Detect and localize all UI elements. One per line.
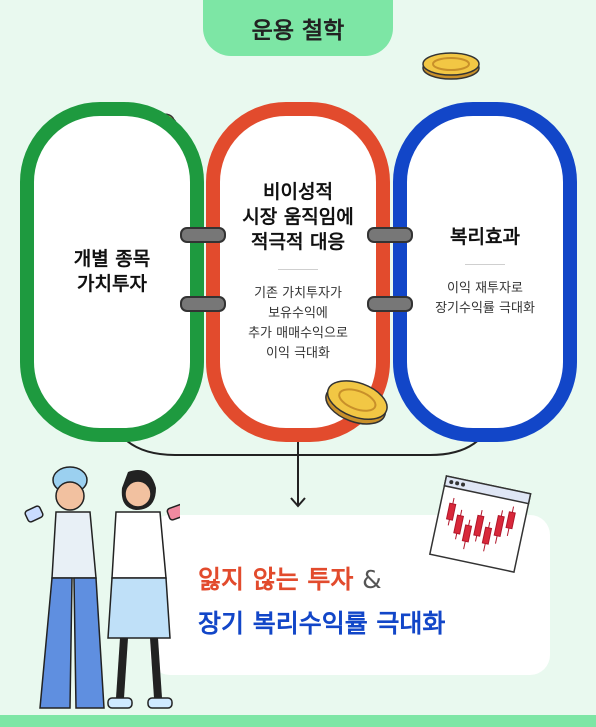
- ring-title-line: 복리효과: [450, 226, 520, 248]
- ring-title-line: 개별 종목: [73, 248, 151, 270]
- ring-compound-effect: 복리효과 이익 재투자로 장기수익률 극대화: [393, 102, 577, 442]
- result-headline-1: 잃지 않는 투자 &: [198, 560, 382, 596]
- ring-desc-line: 이익 극대화: [266, 346, 330, 361]
- ring-desc-line: 기존 가치투자가: [254, 286, 342, 301]
- link-pill: [180, 227, 226, 243]
- link-pill: [367, 296, 413, 312]
- ring-value-investing: 개별 종목 가치투자: [20, 102, 204, 442]
- ring-title-line: 시장 움직임에: [242, 206, 354, 228]
- ring-description: 기존 가치투자가 보유수익에 추가 매매수익으로 이익 극대화: [248, 284, 348, 364]
- page-title: 운용 철학: [203, 0, 393, 56]
- divider: [465, 264, 505, 265]
- ground-band: [0, 715, 596, 727]
- link-pill: [367, 227, 413, 243]
- coin-icon: [422, 52, 480, 80]
- ring-title: 복리효과: [450, 225, 520, 250]
- ampersand: &: [362, 565, 382, 594]
- chart-window-icon: [428, 475, 532, 573]
- person-illustration: [24, 466, 180, 709]
- result-headline-2: 장기 복리수익률 극대화: [198, 609, 446, 638]
- link-pill: [180, 296, 226, 312]
- ring-desc-line: 보유수익에: [268, 306, 328, 321]
- coin-icon: [325, 380, 388, 425]
- ring-desc-line: 이익 재투자로: [447, 281, 523, 296]
- ring-description: 이익 재투자로 장기수익률 극대화: [435, 279, 535, 319]
- ring-desc-line: 장기수익률 극대화: [435, 301, 535, 316]
- page-title-text: 운용 철학: [251, 18, 345, 44]
- divider: [278, 269, 318, 270]
- ring-title-line: 적극적 대응: [250, 231, 345, 253]
- ring-title: 비이성적 시장 움직임에 적극적 대응: [242, 180, 354, 255]
- ring-title: 개별 종목 가치투자: [74, 247, 151, 297]
- ring-desc-line: 추가 매매수익으로: [248, 326, 348, 341]
- ring-title-line: 비이성적: [263, 181, 333, 203]
- result-line1: 잃지 않는 투자: [198, 565, 354, 594]
- ring-title-line: 가치투자: [77, 273, 147, 295]
